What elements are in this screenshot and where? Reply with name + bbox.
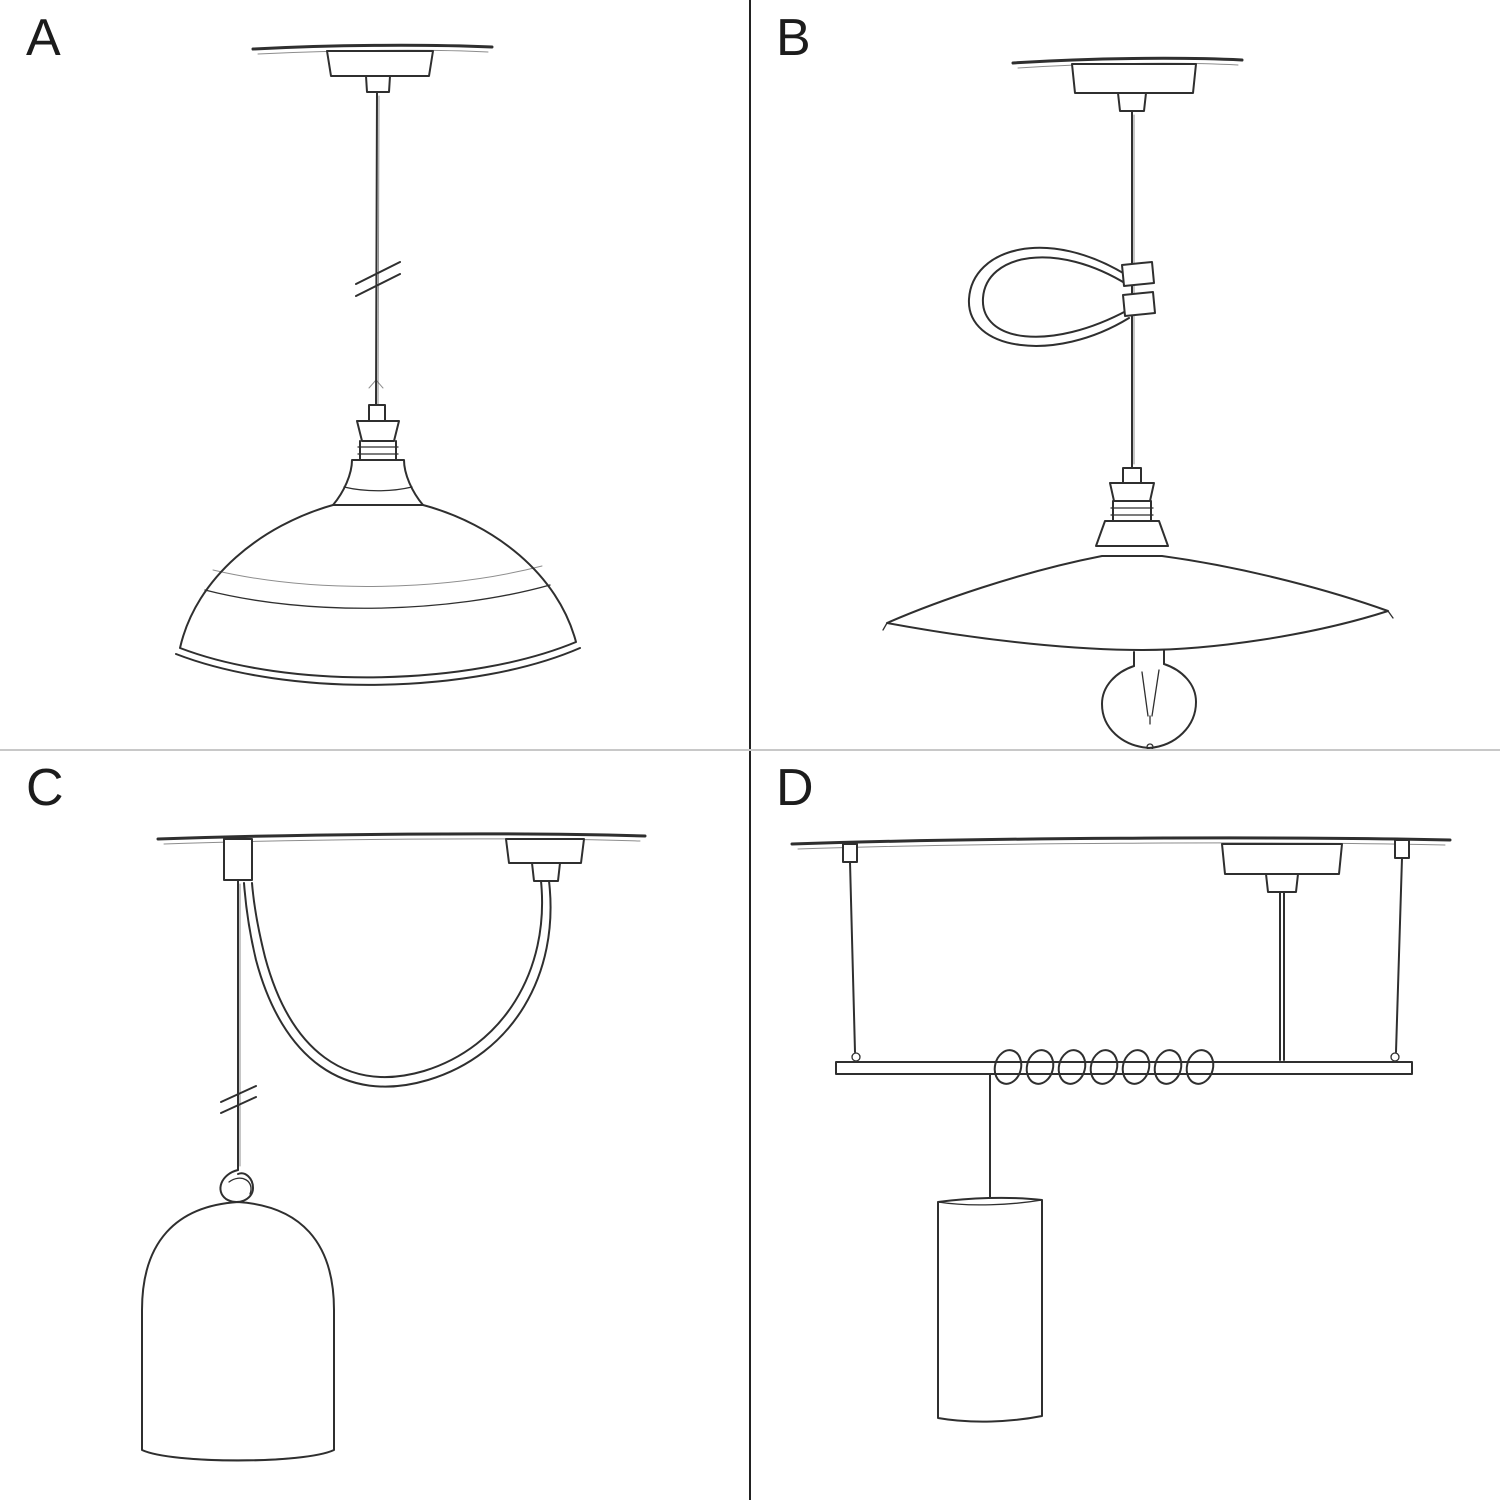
quadrant-b: B xyxy=(750,0,1500,750)
quadrant-c: C xyxy=(0,750,750,1500)
quadrant-a: A xyxy=(0,0,750,750)
swag-pendant-hook-knot-bell-shade-illustration xyxy=(141,832,647,1462)
pendant-cable-loop-clip-flat-shade-bulb-illustration xyxy=(882,56,1394,750)
quadrant-d: D xyxy=(750,750,1500,1500)
quadrant-c-label: C xyxy=(26,759,65,817)
pendant-straight-cable-deep-metal-shade-illustration xyxy=(175,43,581,686)
quadrant-a-label: A xyxy=(26,9,62,67)
quadrant-b-label: B xyxy=(776,9,812,67)
quadrant-d-label: D xyxy=(776,759,815,817)
suspended-bar-coiled-cable-cylinder-pendant-illustration xyxy=(790,836,1452,1423)
horizontal-divider xyxy=(0,749,1500,751)
